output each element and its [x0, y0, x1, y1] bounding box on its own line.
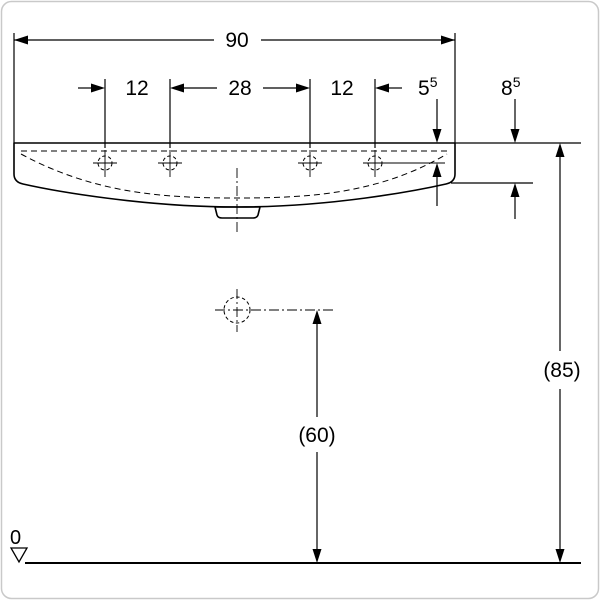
floor-datum: 0	[9, 527, 581, 564]
overall-width-dimension: 90	[13, 29, 456, 143]
arrowhead-down-icon	[555, 549, 565, 563]
drain-outlet-mark	[215, 289, 333, 332]
dimension-superscript: 5	[513, 74, 521, 90]
arrowhead-right-icon	[296, 83, 310, 93]
tap-hole-offset-dimension: 55	[418, 74, 442, 206]
arrowhead-down-icon	[312, 549, 322, 563]
dimension-label-tap-spacing-center: 28	[228, 77, 251, 100]
tap-holes	[93, 150, 445, 177]
dimension-value: 5	[418, 77, 430, 100]
dimension-label-tap-spacing-left: 12	[125, 77, 148, 100]
tap-hole-4	[363, 150, 445, 177]
drain-boss	[214, 206, 261, 219]
inner-bowl-hidden-line	[20, 153, 448, 199]
tap-hole-3	[298, 150, 322, 177]
datum-zero-label: 0	[10, 527, 21, 549]
washbasin-outline	[13, 142, 456, 233]
dimension-label-outlet-height: (60)	[298, 424, 335, 447]
datum-triangle-icon	[9, 547, 29, 564]
arrowhead-down-icon	[510, 129, 520, 143]
dimension-label-installation-height: (85)	[543, 359, 580, 382]
dimension-label-tap-hole-offset: 55	[418, 74, 438, 100]
arrowhead-up-icon	[555, 143, 565, 157]
installation-height-dimension: (85)	[543, 143, 581, 563]
tap-hole-2	[158, 150, 182, 177]
dimension-label-overall-width: 90	[225, 29, 248, 52]
arrowhead-left-icon	[170, 83, 184, 93]
arrowhead-up-icon	[312, 310, 322, 324]
dimension-label-front-edge-height: 85	[501, 74, 521, 100]
tap-hole-1	[93, 150, 117, 177]
front-edge-height-dimension: 85	[451, 74, 581, 219]
arrowhead-left-icon	[375, 83, 389, 93]
arrowhead-right-icon	[441, 35, 455, 45]
arrowhead-up-icon	[432, 163, 442, 177]
arrowhead-right-icon	[91, 83, 105, 93]
dimension-superscript: 5	[430, 74, 438, 90]
tap-hole-spacing-dimensions: 12 28 12 55	[78, 74, 442, 206]
arrowhead-left-icon	[14, 35, 28, 45]
dimension-label-tap-spacing-right: 12	[330, 77, 353, 100]
dimension-value: 8	[501, 77, 513, 100]
arrowhead-up-icon	[510, 183, 520, 197]
outlet-height-dimension: (60)	[298, 310, 336, 563]
arrowhead-down-icon	[432, 129, 442, 143]
basin-outer-contour	[13, 142, 456, 208]
